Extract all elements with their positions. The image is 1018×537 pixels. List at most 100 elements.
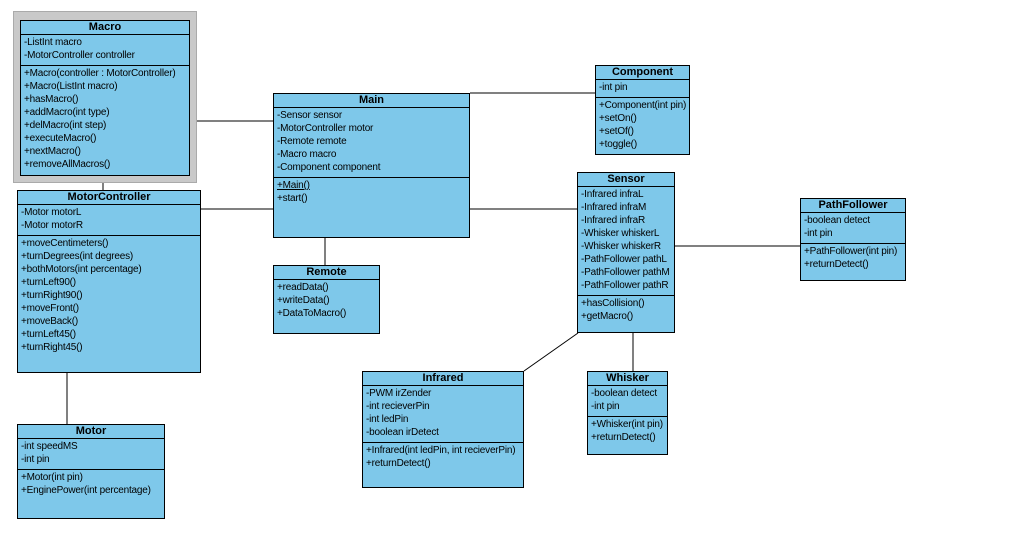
uml-class-macro[interactable]: Macro -ListInt macro -MotorController con… bbox=[20, 20, 190, 176]
attribute-row: -int pin bbox=[599, 82, 628, 93]
uml-class-motor[interactable]: Motor -int speedMS -int pin +Motor(int pi… bbox=[17, 424, 165, 519]
method-row: +Macro(controller : MotorController) bbox=[24, 68, 176, 79]
attribute-row: -int recieverPin bbox=[366, 401, 430, 412]
class-attributes: -int pin bbox=[596, 80, 689, 98]
method-row: +hasCollision() bbox=[581, 298, 645, 309]
class-title: Remote bbox=[274, 266, 379, 280]
method-row: +nextMacro() bbox=[24, 146, 81, 157]
uml-class-whisker[interactable]: Whisker -boolean detect -int pin +Whisker… bbox=[587, 371, 668, 455]
method-row: +readData() bbox=[277, 282, 329, 293]
uml-class-pathfollower[interactable]: PathFollower -boolean detect-int pin +Pa… bbox=[800, 198, 906, 281]
class-methods: +PathFollower(int pin) +returnDetect() bbox=[801, 244, 905, 280]
class-title: Main bbox=[274, 94, 469, 108]
method-row: +Motor(int pin) bbox=[21, 472, 83, 483]
method-row: +addMacro(int type) bbox=[24, 107, 110, 118]
method-row: +EnginePower(int percentage) bbox=[21, 485, 151, 496]
uml-class-sensor[interactable]: Sensor -Infrared infraL-Infrared infraM-… bbox=[577, 172, 675, 333]
class-methods: +readData() +writeData() +DataToMacro() bbox=[274, 280, 379, 333]
attribute-row: -Infrared infraM bbox=[581, 202, 647, 213]
class-title: Sensor bbox=[578, 173, 674, 187]
method-row: +moveCentimeters() bbox=[21, 238, 109, 249]
attribute-row: -int pin bbox=[21, 454, 50, 465]
attribute-row: -MotorController motor bbox=[277, 123, 374, 134]
uml-class-component[interactable]: Component -int pin +Component(int pin) +s… bbox=[595, 65, 690, 155]
method-row: +removeAllMacros() bbox=[24, 159, 111, 170]
attribute-row: -Infrared infraR bbox=[581, 215, 646, 226]
association-line-sensor-infrared[interactable] bbox=[523, 332, 579, 372]
uml-class-remote[interactable]: Remote +readData() +writeData() +DataToMac… bbox=[273, 265, 380, 334]
method-row: +DataToMacro() bbox=[277, 308, 347, 319]
class-attributes: -Motor motorL -Motor motorR bbox=[18, 205, 200, 236]
class-attributes: -ListInt macro -MotorController controlle… bbox=[21, 35, 189, 66]
class-attributes: -int speedMS -int pin bbox=[18, 439, 164, 470]
class-title: Macro bbox=[21, 21, 189, 35]
method-row: +executeMacro() bbox=[24, 133, 97, 144]
method-row: +hasMacro() bbox=[24, 94, 79, 105]
attribute-row: -Motor motorR bbox=[21, 220, 83, 231]
attribute-row: -MotorController controller bbox=[24, 50, 135, 61]
attribute-row: -Infrared infraL bbox=[581, 189, 644, 200]
attribute-row: -int ledPin bbox=[366, 414, 409, 425]
attribute-row: -Whisker whiskerL bbox=[581, 228, 660, 239]
method-row: +turnLeft45() bbox=[21, 329, 76, 340]
attribute-row: -Remote remote bbox=[277, 136, 347, 147]
class-attributes: -PWM irZender-int recieverPin-int ledPin… bbox=[363, 386, 523, 443]
attribute-row: -boolean detect bbox=[591, 388, 657, 399]
attribute-row: -PathFollower pathR bbox=[581, 280, 669, 291]
class-methods: +hasCollision() +getMacro() bbox=[578, 296, 674, 332]
uml-class-main[interactable]: Main -Sensor sensor -MotorController moto… bbox=[273, 93, 470, 238]
attribute-row: -Macro macro bbox=[277, 149, 337, 160]
method-row: +turnLeft90() bbox=[21, 277, 76, 288]
class-title: Motor bbox=[18, 425, 164, 439]
class-title: MotorController bbox=[18, 191, 200, 205]
class-methods: +Component(int pin)+setOn()+setOf()+togg… bbox=[596, 98, 689, 154]
class-attributes: -Infrared infraL -Infrared infraM -Infrare… bbox=[578, 187, 674, 296]
attribute-row: -Whisker whiskerR bbox=[581, 241, 661, 252]
method-row: +turnRight45() bbox=[21, 342, 83, 353]
class-title: Component bbox=[596, 66, 689, 80]
method-row: +writeData() bbox=[277, 295, 330, 306]
method-row: +moveFront() bbox=[21, 303, 79, 314]
attribute-row: -Sensor sensor bbox=[277, 110, 343, 121]
attribute-row: -PathFollower pathL bbox=[581, 254, 667, 265]
class-title: PathFollower bbox=[801, 199, 905, 213]
attribute-row: -PathFollower pathM bbox=[581, 267, 670, 278]
attribute-row: -Component component bbox=[277, 162, 381, 173]
class-methods: +Infrared(int ledPin, int recieverPin) +r… bbox=[363, 443, 523, 487]
method-row: +toggle() bbox=[599, 139, 637, 150]
class-methods: +Macro(controller : MotorController) +Mac… bbox=[21, 66, 189, 175]
attribute-row: -Motor motorL bbox=[21, 207, 82, 218]
method-row: +Component(int pin) bbox=[599, 100, 687, 111]
method-row: +setOn() bbox=[599, 113, 637, 124]
method-row: +moveBack() bbox=[21, 316, 78, 327]
class-methods: +Whisker(int pin) +returnDetect() bbox=[588, 417, 667, 454]
uml-class-infrared[interactable]: Infrared -PWM irZender-int recieverPin-i… bbox=[362, 371, 524, 488]
attribute-row: -boolean irDetect bbox=[366, 427, 439, 438]
attribute-row: -int speedMS bbox=[21, 441, 78, 452]
class-title: Infrared bbox=[363, 372, 523, 386]
method-row: +returnDetect() bbox=[591, 432, 656, 443]
uml-class-motorcontroller[interactable]: MotorController -Motor motorL-Motor moto… bbox=[17, 190, 201, 373]
attribute-row: -int pin bbox=[591, 401, 620, 412]
attribute-row: -boolean detect bbox=[804, 215, 870, 226]
method-row: +PathFollower(int pin) bbox=[804, 246, 898, 257]
method-row: +start() bbox=[277, 193, 308, 204]
method-row: +turnDegrees(int degrees) bbox=[21, 251, 134, 262]
class-title: Whisker bbox=[588, 372, 667, 386]
class-methods: +Main() +start() bbox=[274, 178, 469, 237]
class-methods: +moveCentimeters() +turnDegrees(int degre… bbox=[18, 236, 200, 372]
method-row: +Infrared(int ledPin, int recieverPin) bbox=[366, 445, 516, 456]
method-row: +turnRight90() bbox=[21, 290, 83, 301]
method-row: +delMacro(int step) bbox=[24, 120, 107, 131]
method-row: +getMacro() bbox=[581, 311, 633, 322]
method-row: +Macro(ListInt macro) bbox=[24, 81, 118, 92]
attribute-row: -ListInt macro bbox=[24, 37, 82, 48]
class-attributes: -Sensor sensor -MotorController motor -Rem… bbox=[274, 108, 469, 178]
class-methods: +Motor(int pin) +EnginePower(int percenta… bbox=[18, 470, 164, 518]
method-row: +Main() bbox=[277, 180, 310, 191]
method-row: +returnDetect() bbox=[804, 259, 869, 270]
method-row: +returnDetect() bbox=[366, 458, 431, 469]
method-row: +Whisker(int pin) bbox=[591, 419, 663, 430]
